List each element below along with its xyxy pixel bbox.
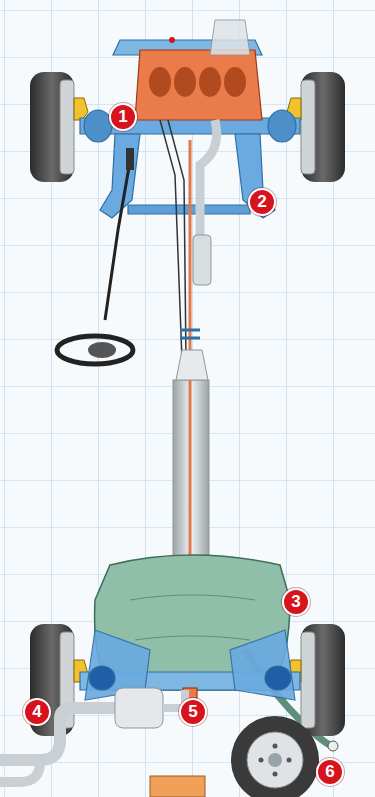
callout-number: 2 [248,188,276,216]
callout-number: 3 [282,588,310,616]
steering [57,148,134,364]
callout-number: 6 [316,758,344,786]
callout-number: 1 [109,103,137,131]
rear-exhaust [0,688,205,797]
rear-wheels [30,624,345,736]
engine [135,20,262,120]
spare-wheel [231,716,319,797]
callout-number: 5 [179,698,207,726]
front-exhaust [160,120,217,360]
rear-subframe [80,630,300,706]
callout-number: 4 [23,698,51,726]
